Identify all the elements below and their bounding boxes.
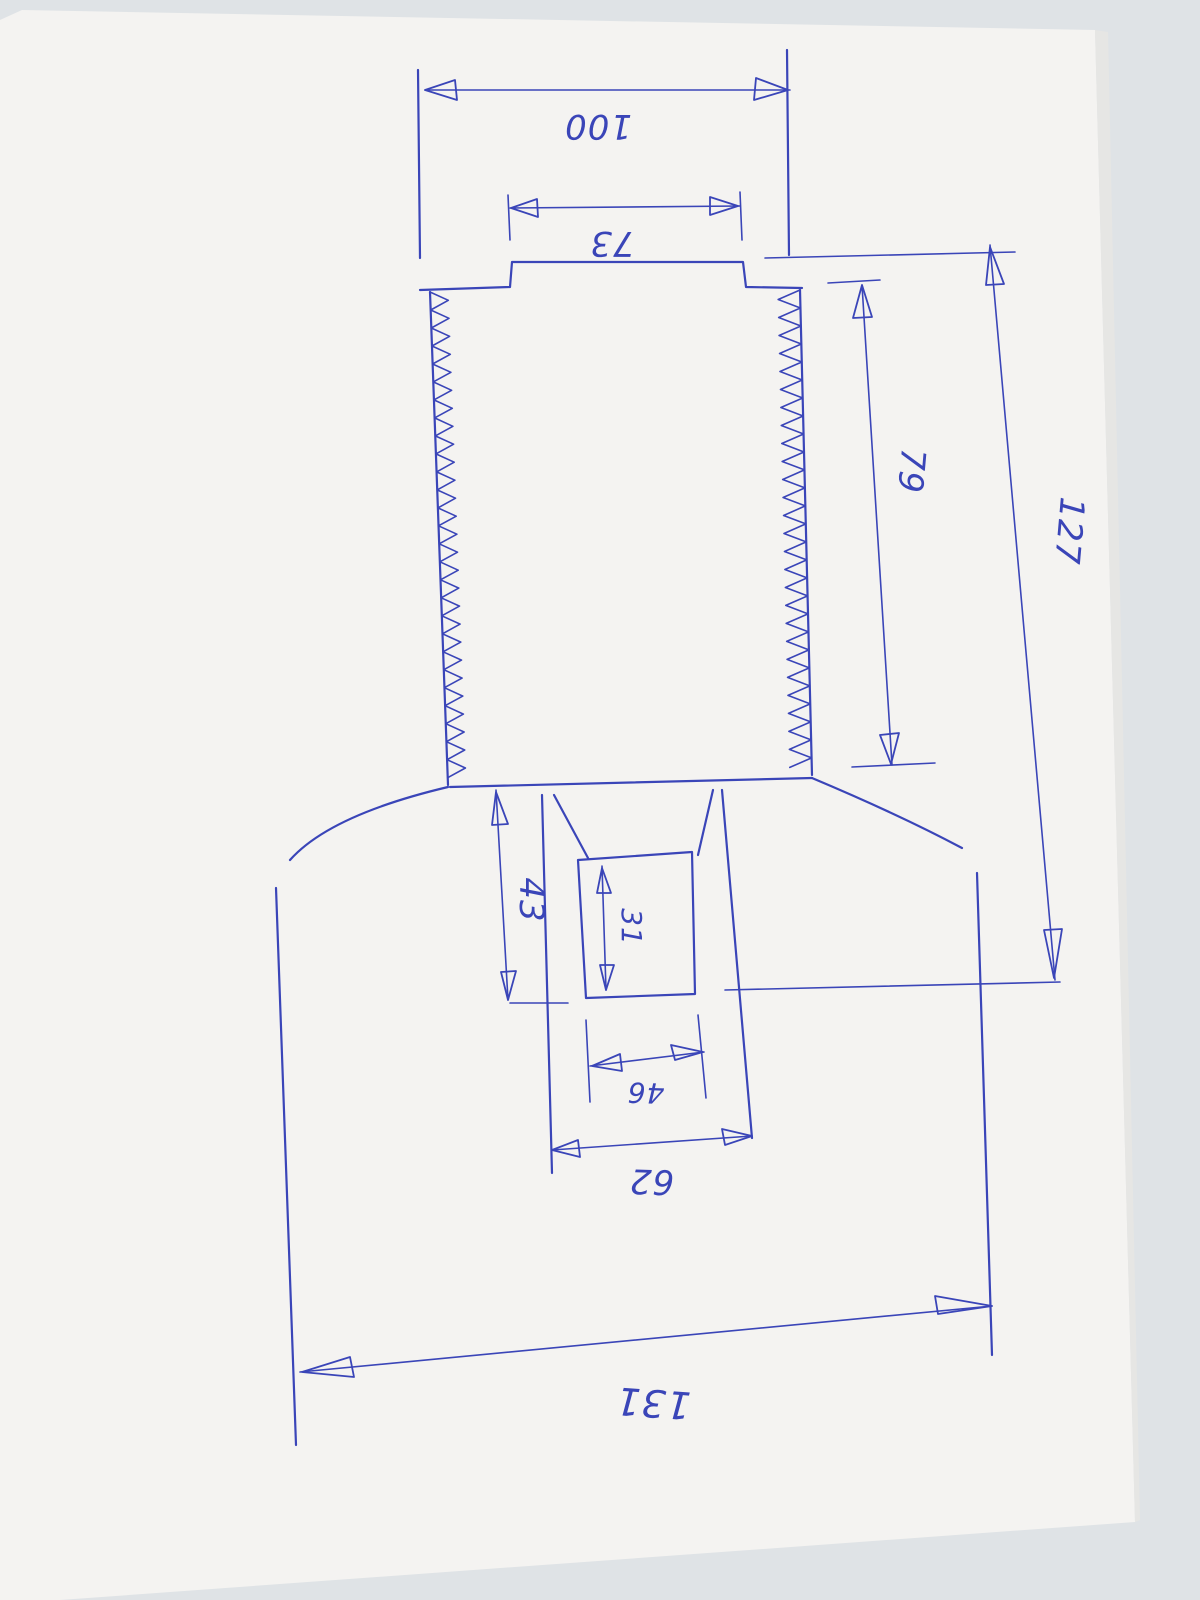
inner-slot-taper-left xyxy=(552,793,590,860)
dim-131-line xyxy=(299,1305,993,1373)
dim-62-arrow-left xyxy=(551,1139,581,1158)
dim-31-line xyxy=(601,865,607,991)
dim-73-ext-left xyxy=(507,194,511,241)
dim-100-label: 100 xyxy=(564,106,632,146)
dim-79-arrow-bottom xyxy=(879,732,900,765)
dim-46-arrow-right xyxy=(670,1044,704,1061)
ink-layer: 100 73 79 127 xyxy=(274,48,1092,1447)
paper-shadow-edge xyxy=(1095,30,1140,1522)
dim-127-arrow-top xyxy=(985,246,1005,286)
dim-131-arrow-left xyxy=(301,1356,355,1378)
dim-79-line xyxy=(861,284,893,766)
dim-46-line xyxy=(589,1051,705,1067)
dim-46-ext-left xyxy=(585,1019,591,1103)
dim-62-line xyxy=(551,1135,753,1151)
dim-131-arrow-right xyxy=(934,1295,993,1315)
inner-slot-pocket xyxy=(576,850,697,1000)
dim-31-label: 31 xyxy=(615,908,648,946)
dim-73-arrow-left xyxy=(510,198,539,218)
inner-slot-taper-right xyxy=(696,788,715,857)
dim-100-arrow-right xyxy=(753,77,789,101)
threaded-body-right-edge xyxy=(798,288,814,777)
dim-79-arrow-top xyxy=(852,284,873,319)
base-left-edge xyxy=(274,886,298,1447)
base-shoulder-right xyxy=(810,776,964,850)
dim-127-line xyxy=(989,244,1056,981)
threaded-body-left-edge xyxy=(428,290,450,787)
dim-79-ext-top xyxy=(827,279,881,284)
dim-43-label: 43 xyxy=(511,877,551,922)
paper-sheet xyxy=(0,10,1135,1600)
top-block-right-edge xyxy=(785,48,791,257)
dim-43-arrow-bottom xyxy=(500,970,517,1001)
dim-73-line xyxy=(509,205,741,209)
dim-73-label: 73 xyxy=(589,223,634,263)
dim-79-label: 79 xyxy=(889,447,933,496)
dim-79-ext-bottom xyxy=(851,762,936,768)
dim-62-arrow-right xyxy=(721,1128,753,1146)
dim-31-arrow-bottom xyxy=(599,964,615,991)
thread-zigzag-right xyxy=(777,289,813,769)
base-shoulder-left xyxy=(288,785,450,862)
dim-43-arrow-top xyxy=(491,791,509,826)
dim-127-ext-top xyxy=(764,251,1016,259)
base-right-edge xyxy=(975,871,994,1357)
dim-73-arrow-right xyxy=(709,196,739,216)
dim-131-label: 131 xyxy=(614,1378,692,1427)
dim-73-ext-right xyxy=(739,191,743,241)
dim-31-arrow-top xyxy=(596,867,612,894)
top-block-left-edge xyxy=(416,68,422,260)
shoulder-outline xyxy=(418,260,804,292)
dim-127-label: 127 xyxy=(1046,495,1092,566)
dim-62-label: 62 xyxy=(628,1160,675,1202)
thread-zigzag-left xyxy=(429,291,467,779)
dim-46-label: 46 xyxy=(626,1075,665,1109)
dim-100-arrow-left xyxy=(424,79,458,101)
base-top-edge xyxy=(448,776,814,789)
dim-46-ext-right xyxy=(697,1014,707,1099)
slot-channel-left-edge xyxy=(540,793,554,1175)
dim-46-arrow-left xyxy=(591,1053,623,1072)
slot-channel-right-edge xyxy=(720,788,754,1140)
dim-127-arrow-bottom xyxy=(1043,928,1063,979)
dim-127-ext-bottom xyxy=(724,981,1061,991)
